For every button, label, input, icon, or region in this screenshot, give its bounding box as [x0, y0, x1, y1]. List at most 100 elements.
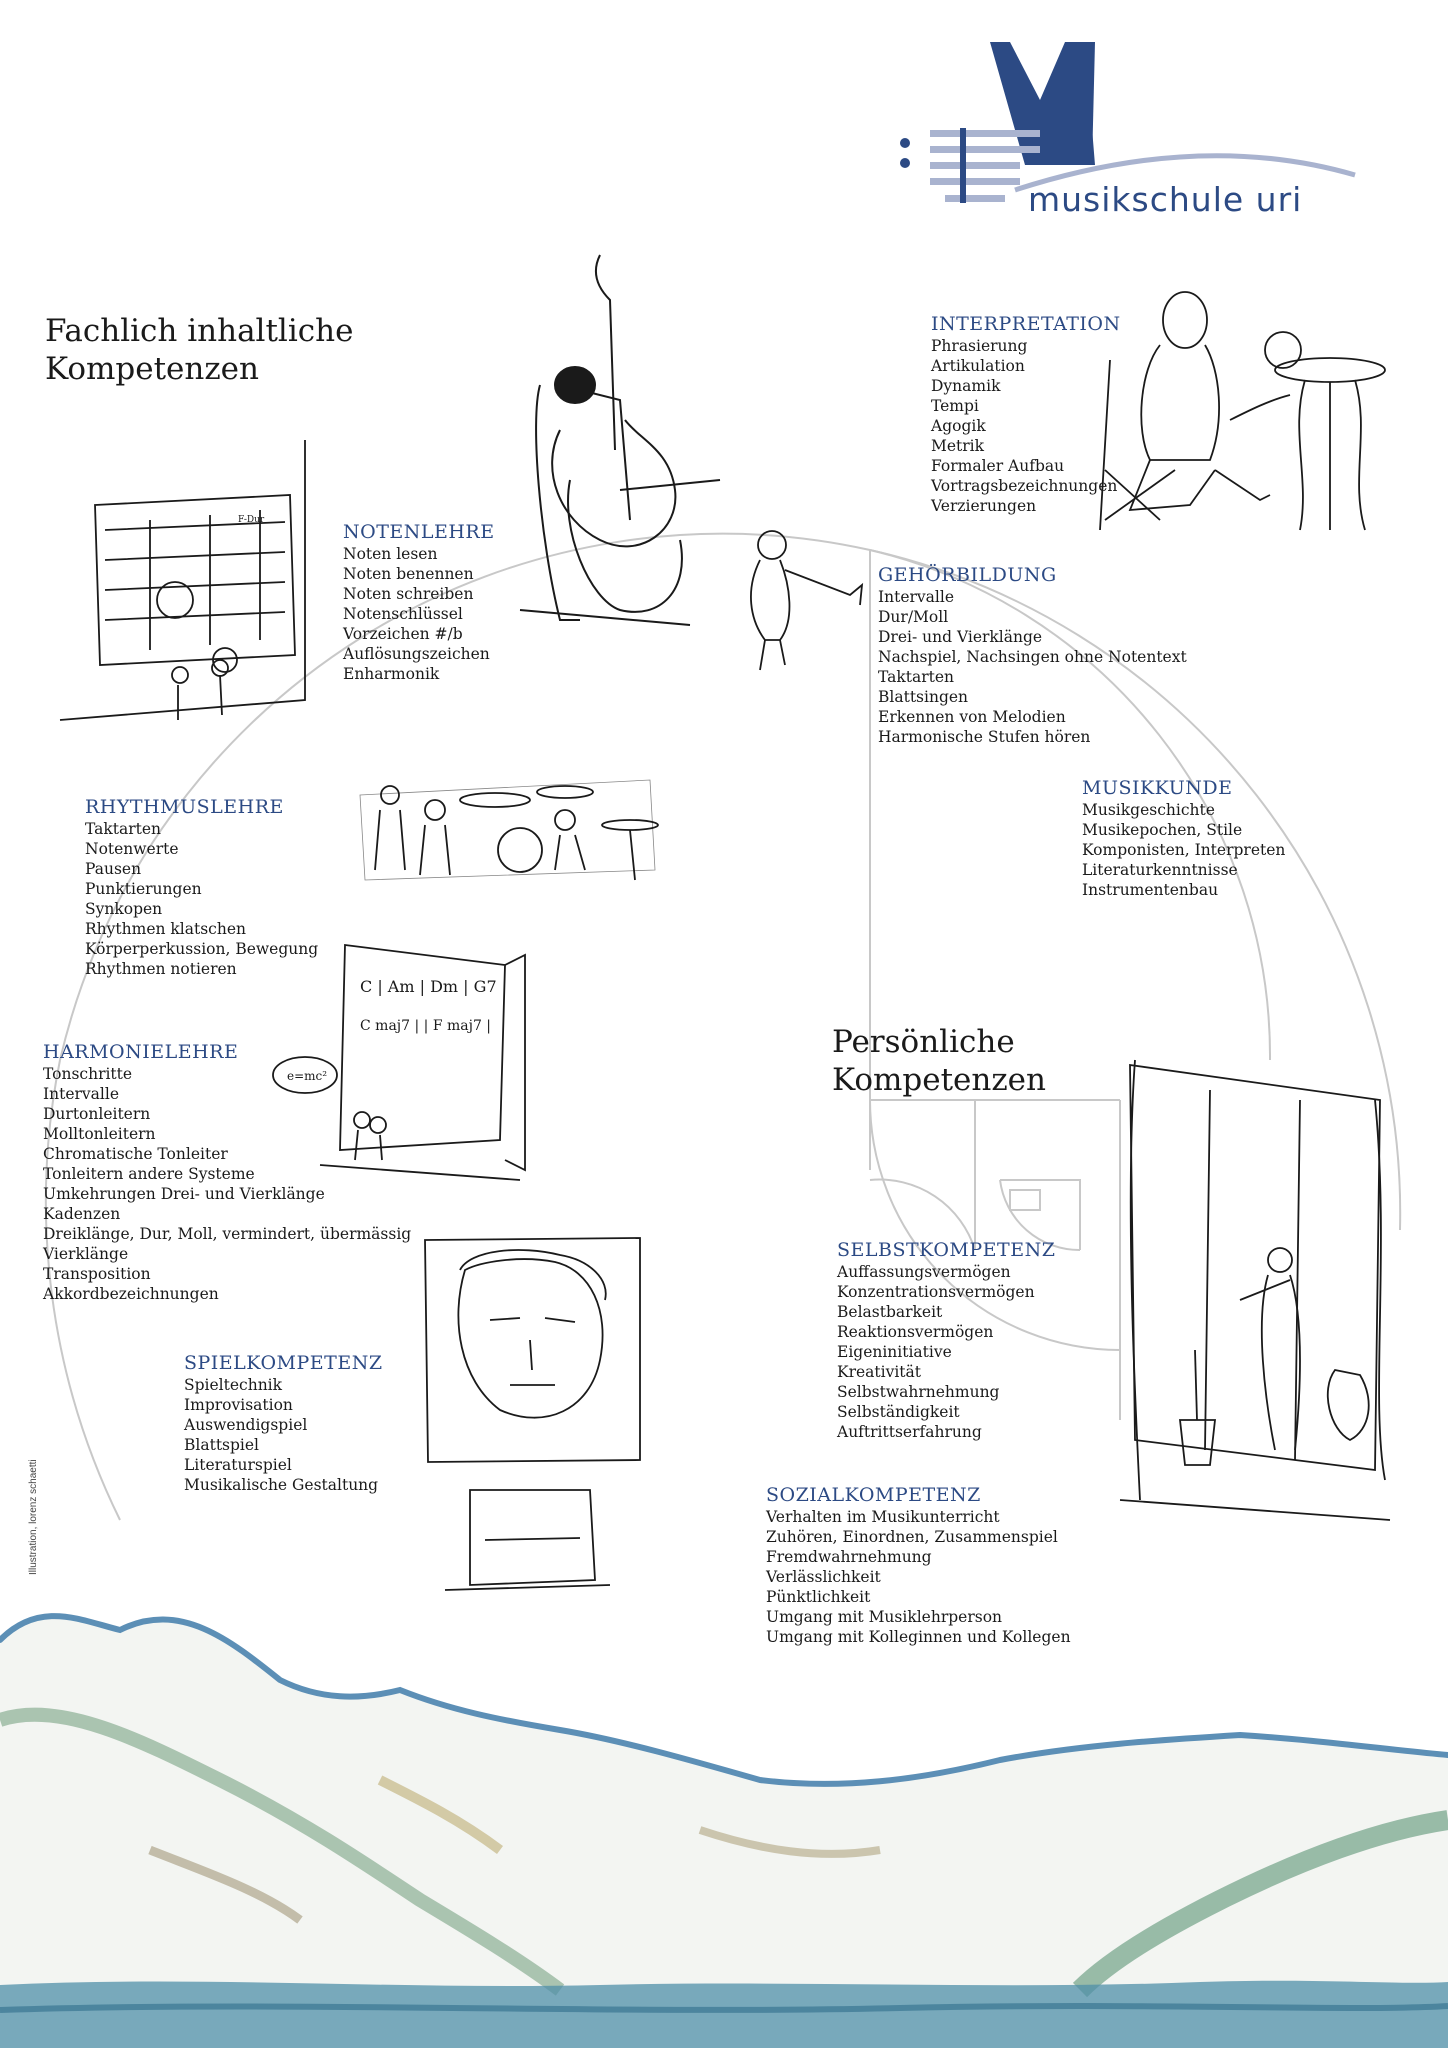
list-item: Literaturspiel: [184, 1456, 292, 1474]
section-title: NOTENLEHRE: [343, 521, 495, 543]
list-item: Spieltechnik: [184, 1376, 283, 1394]
list-item: Harmonische Stufen hören: [878, 728, 1091, 746]
list-item: Dreiklänge, Dur, Moll, vermindert, überm…: [43, 1225, 412, 1243]
logo-mark: [900, 42, 1356, 203]
list-item: Musikgeschichte: [1082, 801, 1215, 819]
list-item: Komponisten, Interpreten: [1082, 841, 1286, 859]
list-item: Tonleitern andere Systeme: [43, 1165, 255, 1183]
list-item: Tempi: [931, 397, 979, 415]
list-item: Blattspiel: [184, 1436, 260, 1454]
list-item: Umgang mit Musiklehrperson: [766, 1608, 1003, 1626]
list-item: Auswendigspiel: [184, 1416, 308, 1434]
list-item: Körperperkussion, Bewegung: [85, 940, 319, 958]
list-item: Notenschlüssel: [343, 605, 463, 623]
list-item: Taktarten: [85, 820, 162, 838]
section-title: HARMONIELEHRE: [43, 1041, 239, 1063]
logo-wordmark[interactable]: musikschule uri: [1028, 180, 1303, 219]
list-item: Musikepochen, Stile: [1082, 821, 1243, 839]
list-item: Akkordbezeichnungen: [43, 1285, 219, 1303]
section-title: SPIELKOMPETENZ: [184, 1352, 383, 1374]
list-item: Transposition: [43, 1265, 151, 1283]
list-item: Pünktlichkeit: [766, 1588, 871, 1606]
list-item: Fremdwahrnehmung: [766, 1548, 932, 1566]
sketch-note-board: [59, 440, 306, 721]
golden-spiral: [44, 532, 1402, 1521]
list-item: Rhythmen notieren: [85, 960, 237, 978]
list-item: Dur/Moll: [878, 608, 949, 626]
sketch-cellist: [1099, 291, 1386, 531]
sketch-trumpet-player: [750, 530, 864, 671]
key-label: F-Dur: [238, 515, 265, 525]
list-item: Zuhören, Einordnen, Zusammenspiel: [766, 1528, 1058, 1546]
heading-persoenlich-line2: Kompetenzen: [832, 1062, 1046, 1098]
list-item: Selbständigkeit: [837, 1403, 960, 1421]
section-title: RHYTHMUSLEHRE: [85, 796, 284, 818]
heading-persoenlich-line1: Persönliche: [832, 1024, 1015, 1060]
chord-line-1: C | Am | Dm | G7: [360, 977, 497, 996]
list-item: Phrasierung: [931, 337, 1028, 355]
list-item: Noten benennen: [343, 565, 474, 583]
list-item: Durtonleitern: [43, 1105, 151, 1123]
heading-fachlich: Fachlich inhaltliche Kompetenzen: [45, 312, 353, 388]
list-item: Vorzeichen #/b: [343, 625, 463, 643]
list-item: Dynamik: [931, 377, 1001, 395]
list-item: Belastbarkeit: [837, 1303, 943, 1321]
mountain-landscape: [0, 1613, 1448, 2048]
list-item: Drei- und Vierklänge: [878, 628, 1043, 646]
list-item: Auftrittserfahrung: [837, 1423, 982, 1441]
list-item: Verlässlichkeit: [766, 1568, 881, 1586]
list-item: Pausen: [85, 860, 142, 878]
list-item: Verhalten im Musikunterricht: [766, 1508, 1000, 1526]
list-item: Punktierungen: [85, 880, 202, 898]
list-item: Metrik: [931, 437, 985, 455]
list-item: Enharmonik: [343, 665, 440, 683]
list-item: Intervalle: [878, 588, 955, 606]
list-item: Formaler Aufbau: [931, 457, 1065, 475]
formula-bubble: e=mc²: [287, 1069, 327, 1083]
list-item: Musikalische Gestaltung: [184, 1476, 379, 1494]
list-item: Konzentrationsvermögen: [837, 1283, 1035, 1301]
list-item: Kreativität: [837, 1363, 922, 1381]
heading-fachlich-line2: Kompetenzen: [45, 351, 259, 387]
heading-persoenlich: Persönliche Kompetenzen: [832, 1023, 1046, 1099]
chord-line-2: C maj7 | | F maj7 |: [360, 1018, 491, 1034]
list-item: Eigeninitiative: [837, 1343, 952, 1361]
illustration-credit: Illustration, lorenz schaetti: [28, 1459, 39, 1575]
list-item: Umgang mit Kolleginnen und Kollegen: [766, 1628, 1071, 1646]
list-item: Auflösungszeichen: [343, 645, 490, 663]
list-item: Tonschritte: [43, 1065, 133, 1083]
sketch-drum-band: [359, 779, 659, 881]
list-item: Noten lesen: [343, 545, 438, 563]
heading-fachlich-line1: Fachlich inhaltliche: [45, 313, 354, 349]
list-item: Vortragsbezeichnungen: [931, 477, 1118, 495]
list-item: Synkopen: [85, 900, 163, 918]
list-item: Verzierungen: [931, 497, 1037, 515]
list-item: Improvisation: [184, 1396, 293, 1414]
sketch-portrait-piano: [424, 1237, 641, 1591]
sketch-bass-player: [519, 254, 721, 626]
section-title: GEHÖRBILDUNG: [878, 564, 1057, 586]
list-item: Erkennen von Melodien: [878, 708, 1066, 726]
list-item: Umkehrungen Drei- und Vierklänge: [43, 1185, 325, 1203]
list-item: Selbstwahrnehmung: [837, 1383, 1000, 1401]
list-item: Nachspiel, Nachsingen ohne Notentext: [878, 648, 1187, 666]
list-item: Notenwerte: [85, 840, 179, 858]
list-item: Rhythmen klatschen: [85, 920, 246, 938]
list-item: Chromatische Tonleiter: [43, 1145, 228, 1163]
